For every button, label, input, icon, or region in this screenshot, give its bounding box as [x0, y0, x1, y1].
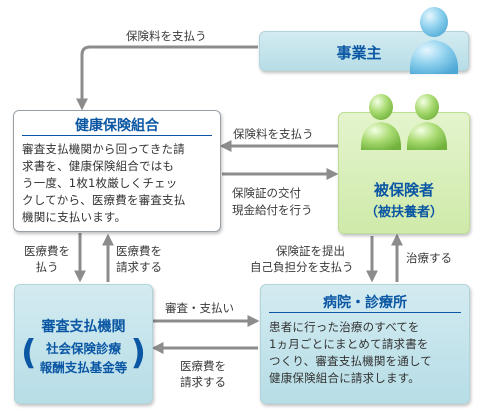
employer-title: 事業主 [336, 44, 382, 62]
health-union-line: う一度、1枚1枚厳しくチェッ [22, 176, 178, 190]
review-org-sub2: 報酬支払基金等 [39, 360, 128, 375]
health-union-line: 審査支払機関から回ってきた請 [22, 142, 185, 156]
review-org-title: 審査支払機関 [41, 319, 126, 335]
label-show-card-2: 自己負担分を支払う [250, 260, 354, 274]
label-claim-up-1: 医療費を [116, 244, 162, 258]
hospital-description: 患者に行った治療のすべてを 1ヵ月ごとにまとめて請求書を つくり、審査支払機関を… [269, 319, 467, 387]
review-org-bracket: ( ) 社会保険診療 報酬支払基金等 [21, 333, 146, 375]
hospital-divider [269, 312, 461, 313]
label-claim-left-1: 医療費を [180, 359, 226, 373]
insured-box: 被保険者 （被扶養者） [338, 112, 470, 234]
person-blue-icon [409, 7, 459, 74]
review-org-sub1: 社会保険診療 [45, 341, 121, 356]
health-union-line: クしてから、医療費を審査支払 [22, 193, 186, 207]
health-union-description: 審査支払機関から回ってきた請 求書を、健康保険組合ではも う一度、1枚1枚厳しく… [22, 141, 218, 226]
insured-subtitle: （被扶養者） [364, 205, 443, 220]
hospital-line: つくり、審査支払機関を通して [269, 354, 432, 368]
label-pay-premium-mid: 保険料を支払う [233, 127, 314, 141]
review-org-box: 審査支払機関 ( ) 社会保険診療 報酬支払基金等 [14, 284, 153, 404]
health-union-title: 健康保険組合 [75, 118, 159, 134]
hospital-line: 1ヵ月ごとにまとめて請求書を [269, 337, 429, 351]
hospital-title: 病院・診療所 [323, 295, 407, 311]
arrow-premium-employer [76, 45, 258, 111]
label-benefit-1: 保険証の交付 [232, 186, 301, 200]
label-pay-premium-top: 保険料を支払う [126, 29, 207, 43]
label-claim-left-2: 請求する [180, 375, 226, 389]
label-show-card-1: 保険証を提出 [276, 244, 345, 258]
health-union-line: 求書を、健康保険組合ではも [22, 159, 175, 173]
insured-title: 被保険者 [373, 181, 434, 199]
bracket-right: ) [130, 333, 146, 373]
label-claim-up-2: 請求する [116, 260, 162, 274]
label-benefit-2: 現金給付を行う [232, 203, 313, 217]
hospital-line: 患者に行った治療のすべてを [269, 320, 420, 334]
hospital-box: 病院・診療所 患者に行った治療のすべてを 1ヵ月ごとにまとめて請求書を つくり、… [260, 284, 470, 404]
bracket-left: ( [21, 333, 37, 373]
hospital-line: 健康保険組合に請求します。 [269, 371, 420, 385]
label-treat: 治療する [406, 251, 452, 265]
health-union-line: 機関に支払います。 [22, 210, 127, 224]
health-union-box: 健康保険組合 審査支払機関から回ってきた請 求書を、健康保険組合ではも う一度、… [13, 110, 221, 232]
label-pay-fee-1: 医療費を [24, 244, 70, 258]
people-green-icon [360, 94, 448, 150]
label-pay-fee-2: 払う [35, 260, 59, 274]
health-union-divider [22, 135, 212, 136]
label-review-pay: 審査・支払い [165, 301, 234, 315]
